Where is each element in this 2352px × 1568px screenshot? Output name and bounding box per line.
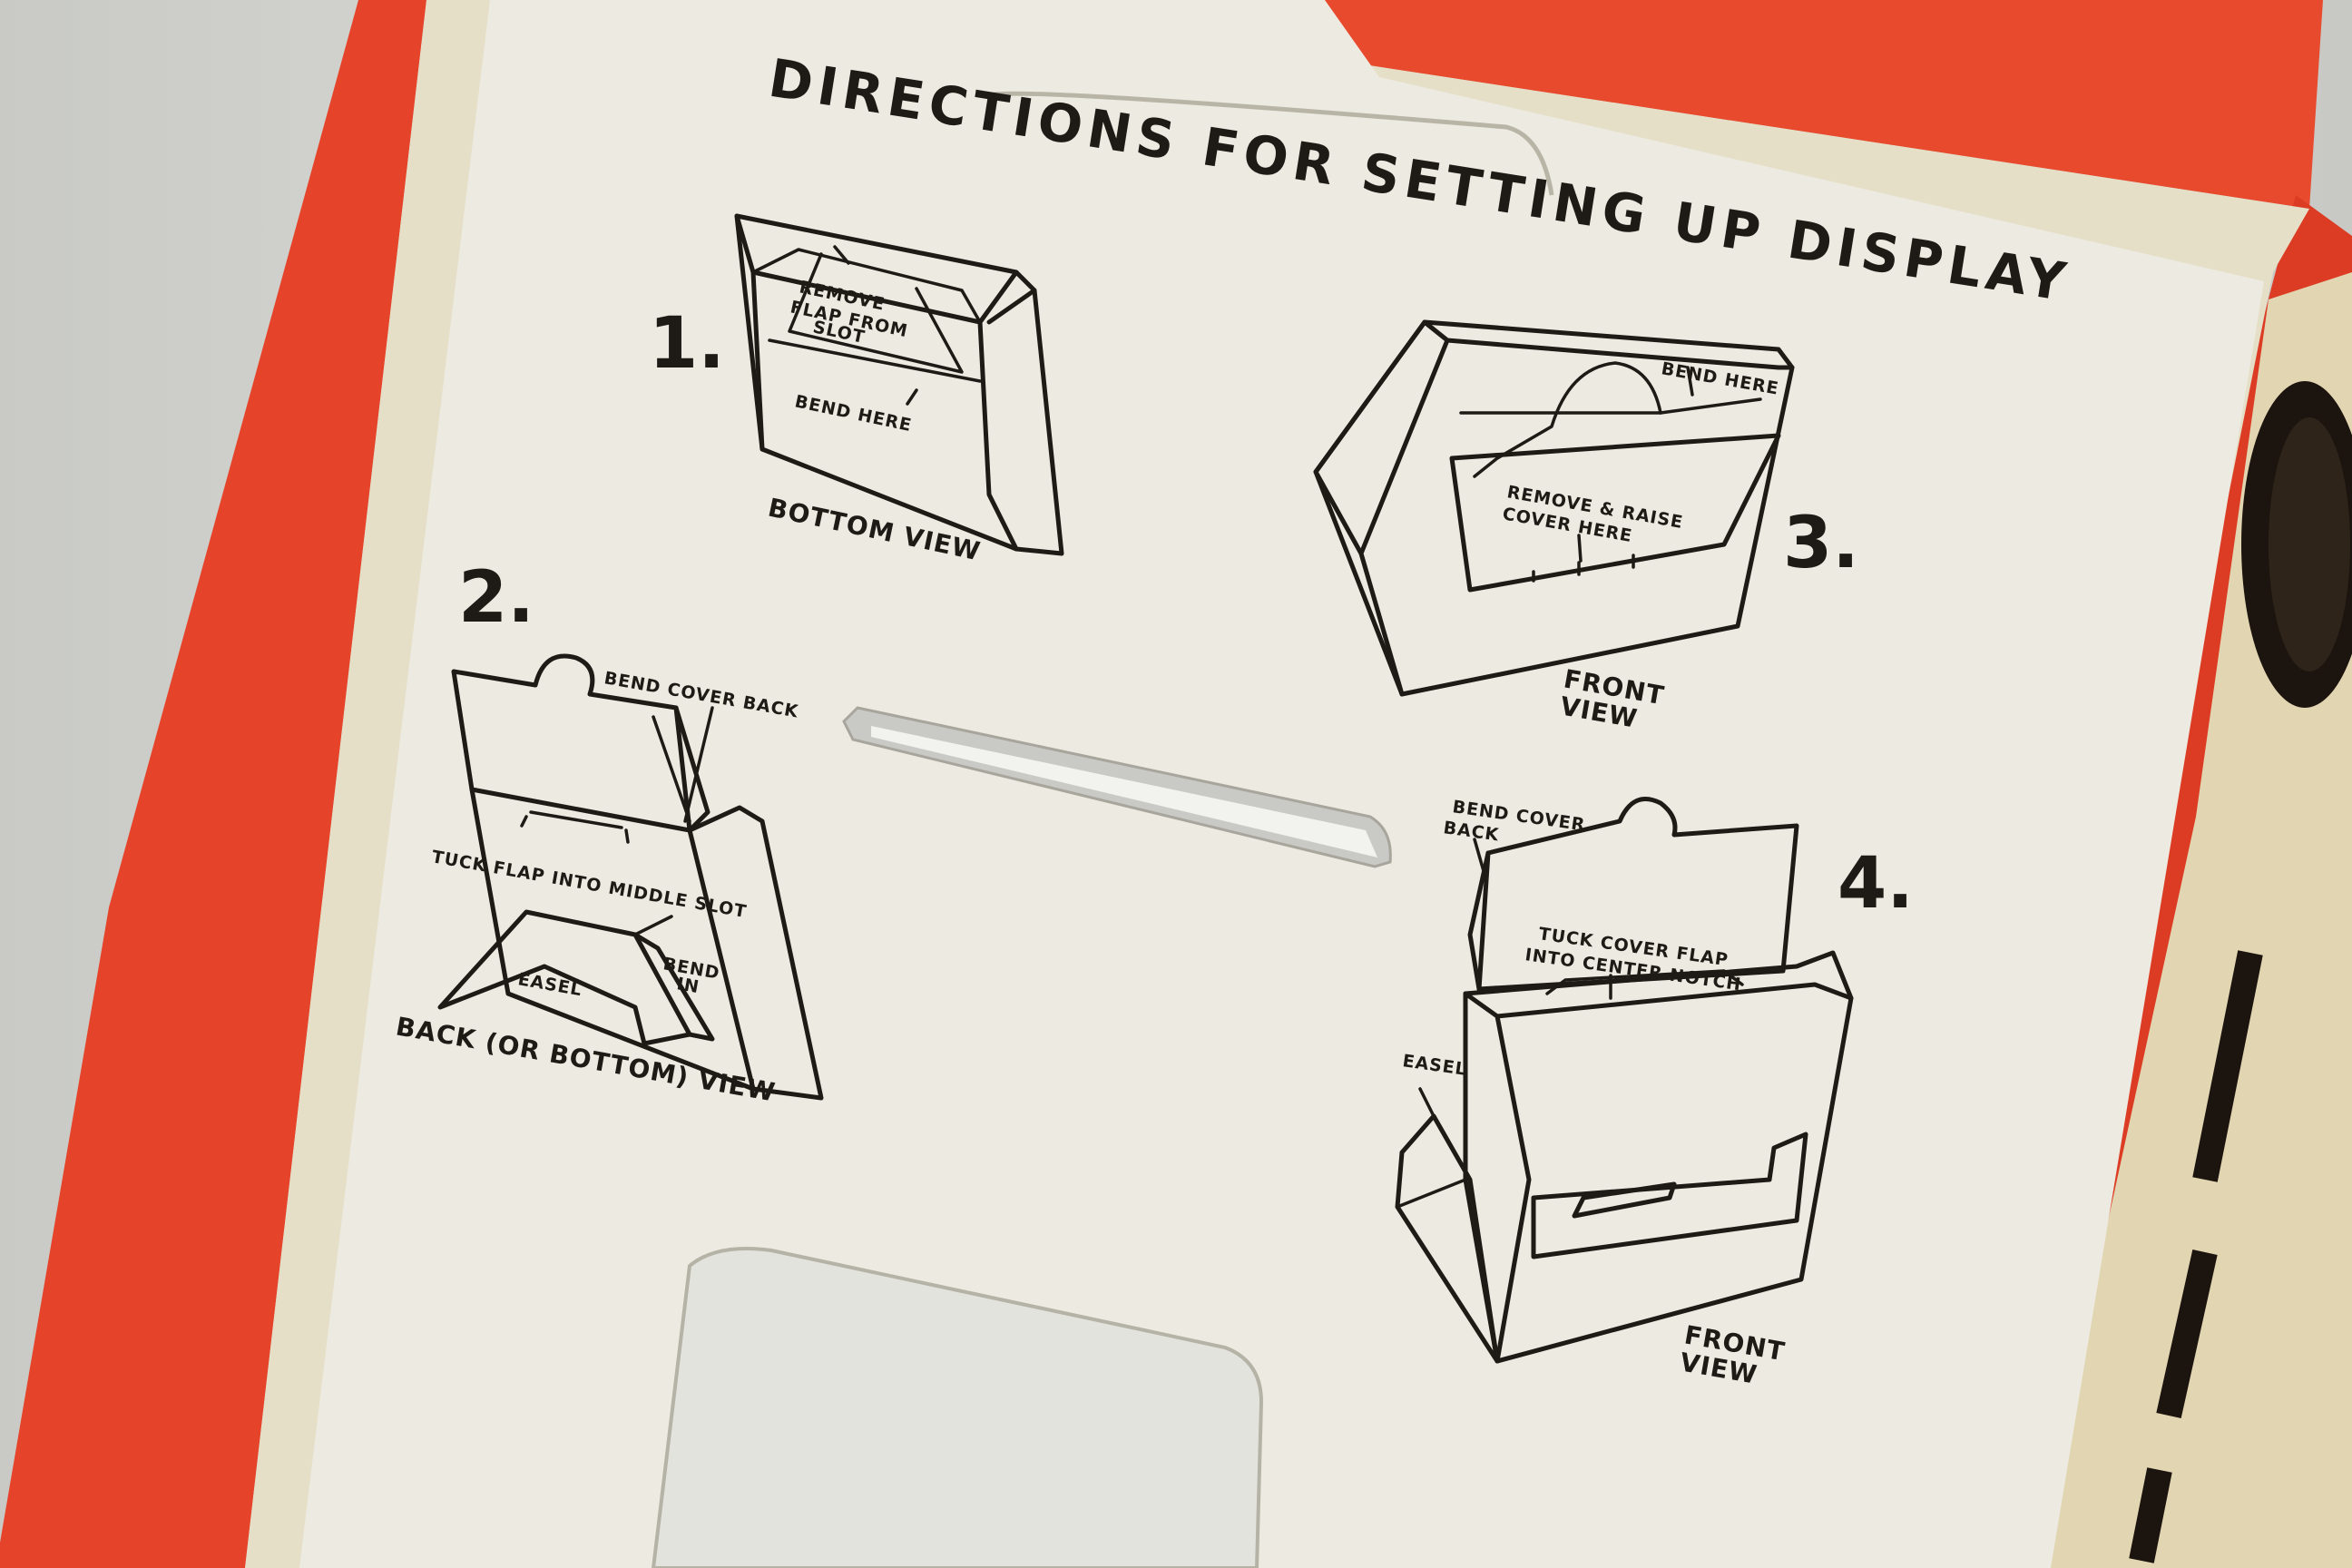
step-3-diagram	[1313, 319, 1795, 697]
step-2-label-in: IN	[675, 974, 701, 997]
step-4-number: 4.	[1838, 843, 1914, 925]
box-label-letters	[2129, 950, 2263, 1563]
step-1-number: 1.	[649, 303, 725, 385]
step-2-number: 2.	[458, 557, 534, 639]
box-red-left-side	[0, 0, 426, 1568]
bottom-cutout	[651, 1247, 1264, 1568]
box-red-top-flap	[1298, 0, 2323, 209]
card-face	[299, 0, 2264, 1568]
step-1-diagram	[734, 213, 1064, 556]
step-3-number: 3.	[1783, 503, 1859, 584]
step-2-diagram	[437, 653, 824, 1101]
step-4-diagram	[1395, 797, 1854, 1364]
